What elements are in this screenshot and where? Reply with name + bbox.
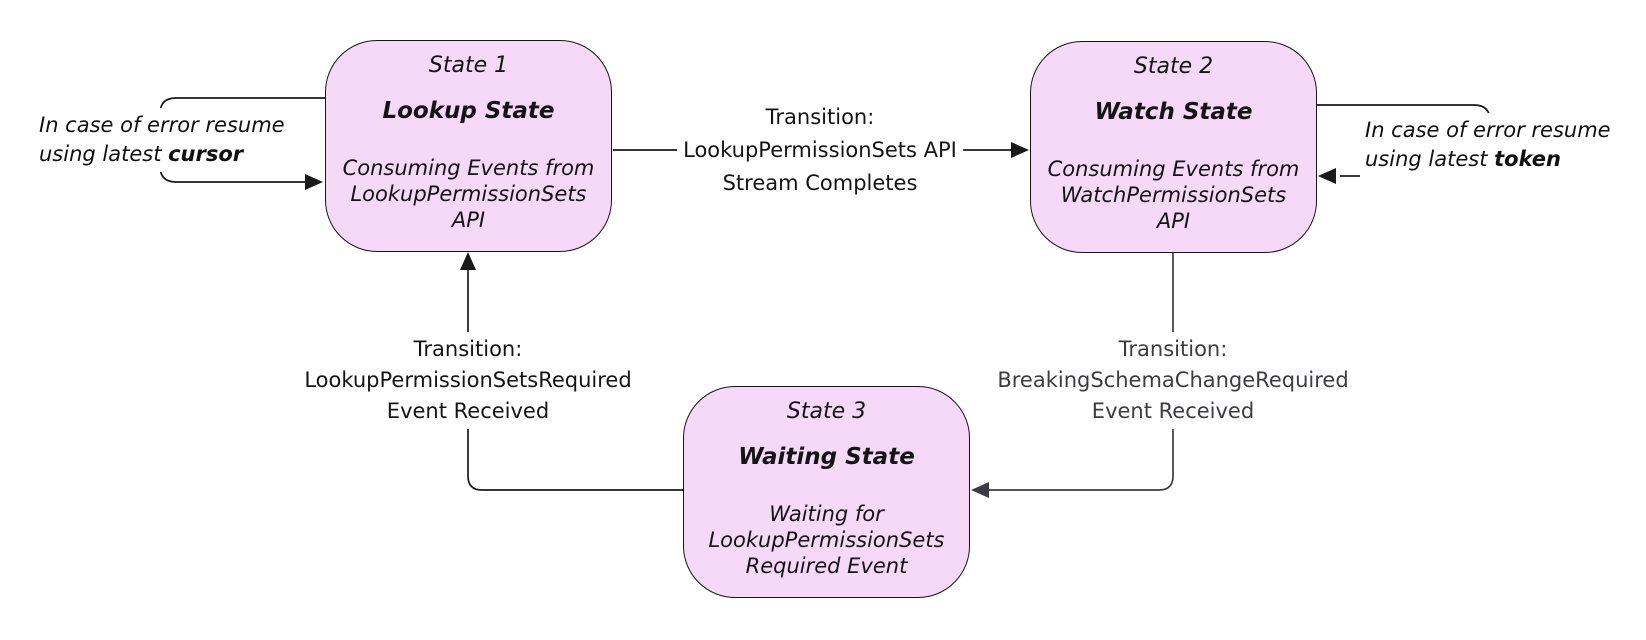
- transition-label-line: Event Received: [1091, 399, 1255, 423]
- state-box-waiting: State 3 Waiting State Waiting for Lookup…: [683, 386, 970, 598]
- state-description-line: LookupPermissionSets: [708, 528, 945, 552]
- state-description-line: API: [1156, 209, 1191, 233]
- arrowhead-into-watch-state: [1011, 142, 1029, 158]
- state-name: Watch State: [1094, 99, 1253, 125]
- arrowhead-into-lookup-state: [460, 252, 476, 270]
- state-description-line: Consuming Events from: [342, 156, 595, 180]
- state-description-line: Consuming Events from: [1047, 157, 1300, 181]
- transition-label-line: Transition:: [765, 105, 875, 129]
- arrowhead-token-loop: [1318, 168, 1336, 184]
- state-description: Waiting for LookupPermissionSets Require…: [708, 501, 944, 579]
- state-description-line: WatchPermissionSets: [1060, 183, 1287, 207]
- error-note-token: In case of error resume using latest tok…: [1360, 113, 1616, 177]
- transition-label-line: Transition:: [1118, 337, 1228, 361]
- transition-label-line: LookupPermissionSetsRequired: [304, 368, 632, 392]
- state-description-line: Required Event: [745, 554, 908, 578]
- state-description-line: Waiting for: [769, 502, 884, 526]
- state-name: Waiting State: [738, 444, 915, 470]
- error-note-line: In case of error resume: [39, 113, 285, 137]
- transition-label-line: Event Received: [386, 399, 550, 423]
- error-note-line: using latest token: [1365, 147, 1561, 171]
- state-description-line: LookupPermissionSets: [350, 182, 587, 206]
- transition-line-watch-to-waiting: [979, 253, 1174, 491]
- transition-label-line: BreakingSchemaChangeRequired: [997, 368, 1349, 392]
- transition-label-line: Transition:: [413, 337, 523, 361]
- state-box-lookup: State 1 Lookup State Consuming Events fr…: [325, 40, 612, 252]
- state-number: State 2: [1133, 54, 1214, 79]
- state-number: State 3: [786, 399, 867, 424]
- state-name: Lookup State: [382, 98, 555, 124]
- error-note-cursor: In case of error resume using latest cur…: [34, 108, 290, 172]
- error-note-keyword: cursor: [168, 142, 244, 166]
- transition-label-lookup-required: Transition: LookupPermissionSetsRequired…: [298, 332, 638, 429]
- state-description-line: API: [451, 208, 486, 232]
- transition-label-line: LookupPermissionSets API: [683, 138, 957, 162]
- arrowhead-into-waiting-state: [971, 482, 989, 498]
- transition-label-breaking-schema-change: Transition: BreakingSchemaChangeRequired…: [991, 332, 1355, 429]
- error-note-line: In case of error resume: [1365, 118, 1611, 142]
- transition-line-waiting-to-lookup: [467, 269, 683, 491]
- state-number: State 1: [428, 53, 509, 78]
- state-description: Consuming Events from LookupPermissionSe…: [343, 155, 595, 233]
- transition-label-line: Stream Completes: [722, 171, 918, 195]
- state-box-watch: State 2 Watch State Consuming Events fro…: [1030, 41, 1317, 253]
- state-description: Consuming Events from WatchPermissionSet…: [1048, 156, 1300, 234]
- arrowhead-cursor-loop: [305, 174, 323, 190]
- transition-label-stream-completes: Transition: LookupPermissionSets API Str…: [677, 99, 963, 202]
- error-note-line: using latest cursor: [39, 142, 244, 166]
- error-note-keyword: token: [1494, 147, 1561, 171]
